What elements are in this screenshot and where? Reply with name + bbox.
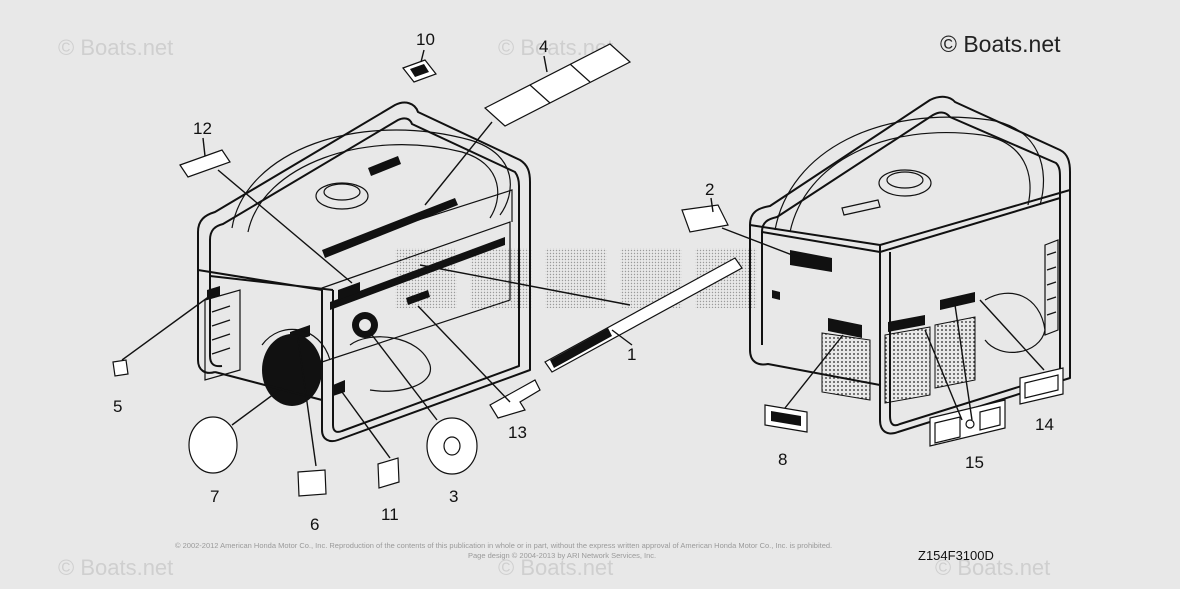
watermark: © Boats.net (58, 555, 173, 580)
diagram-code: Z154F3100D (918, 548, 994, 563)
decal-11 (377, 457, 400, 489)
copyright-label: © Boats.net (940, 31, 1061, 57)
callout-14: 14 (1035, 415, 1054, 434)
callout-4: 4 (539, 37, 548, 56)
callout-12: 12 (193, 119, 212, 138)
callout-5: 5 (113, 397, 122, 416)
callout-15: 15 (965, 453, 984, 472)
decal-5 (112, 359, 129, 377)
callout-3: 3 (449, 487, 458, 506)
callout-numbers: 10 4 12 2 1 5 13 8 14 15 7 3 11 6 (113, 30, 1054, 534)
callout-13: 13 (508, 423, 527, 442)
callout-8: 8 (778, 450, 787, 469)
decal-2 (681, 204, 729, 233)
decal-6 (297, 469, 327, 497)
callout-10: 10 (416, 30, 435, 49)
callout-2: 2 (705, 180, 714, 199)
part-decals (112, 43, 1064, 497)
decal-12 (179, 149, 231, 178)
decal-14 (1019, 367, 1064, 405)
decal-4 (483, 43, 632, 127)
leader-lines (121, 49, 1045, 467)
callout-1: 1 (627, 345, 636, 364)
legal-page-design: Page design © 2004-2013 by ARI Network S… (468, 551, 656, 560)
decal-7 (188, 416, 238, 474)
watermark: © Boats.net (935, 555, 1050, 580)
legal-copyright: © 2002-2012 American Honda Motor Co., In… (175, 541, 832, 550)
decal-13 (489, 379, 541, 419)
watermark-layer: © Boats.net © Boats.net © Boats.net © Bo… (58, 35, 1050, 580)
watermark: © Boats.net (58, 35, 173, 60)
generator-left (197, 101, 531, 443)
watermark: © Boats.net (498, 555, 613, 580)
callout-11: 11 (381, 505, 399, 524)
callout-6: 6 (310, 515, 319, 534)
decal-15 (929, 399, 1006, 447)
callout-7: 7 (210, 487, 219, 506)
faint-brand-lettering (395, 248, 757, 308)
